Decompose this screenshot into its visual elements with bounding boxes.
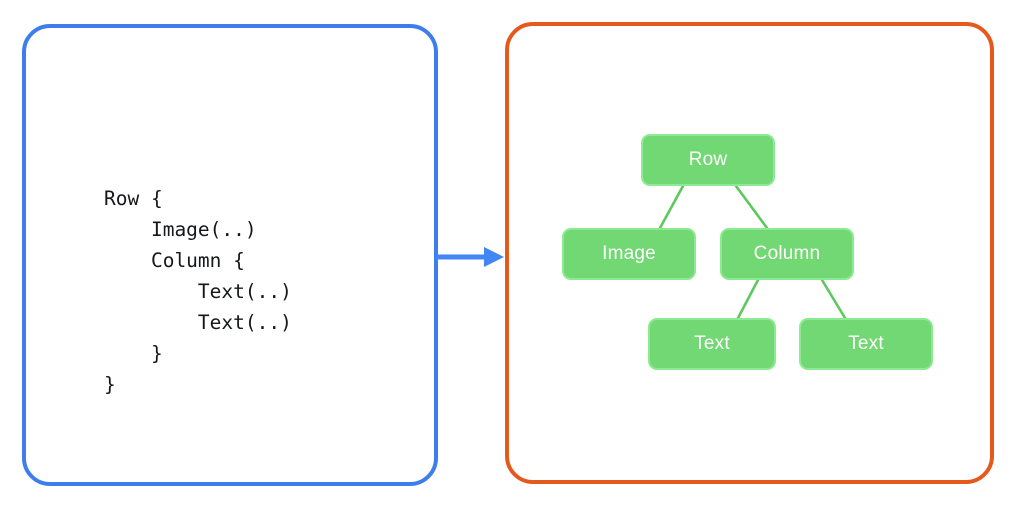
edge-column-text2	[820, 278, 847, 320]
tree-edges	[658, 184, 847, 320]
tree-node-text-2[interactable]: Text	[799, 318, 933, 370]
transform-arrow-icon	[436, 247, 504, 267]
tree-node-image[interactable]: Image	[562, 228, 696, 280]
edge-row-image	[658, 184, 685, 230]
tree-node-row[interactable]: Row	[641, 134, 775, 186]
source-code-text: Row { Image(..) Column { Text(..) Text(.…	[104, 187, 292, 396]
code-panel: Row { Image(..) Column { Text(..) Text(.…	[22, 24, 438, 486]
edge-column-text1	[736, 278, 760, 320]
tree-node-text-1[interactable]: Text	[648, 318, 776, 370]
tree-node-column[interactable]: Column	[720, 228, 854, 280]
widget-tree: Row Image Column Text Text	[505, 22, 994, 484]
edge-row-column	[734, 184, 769, 230]
